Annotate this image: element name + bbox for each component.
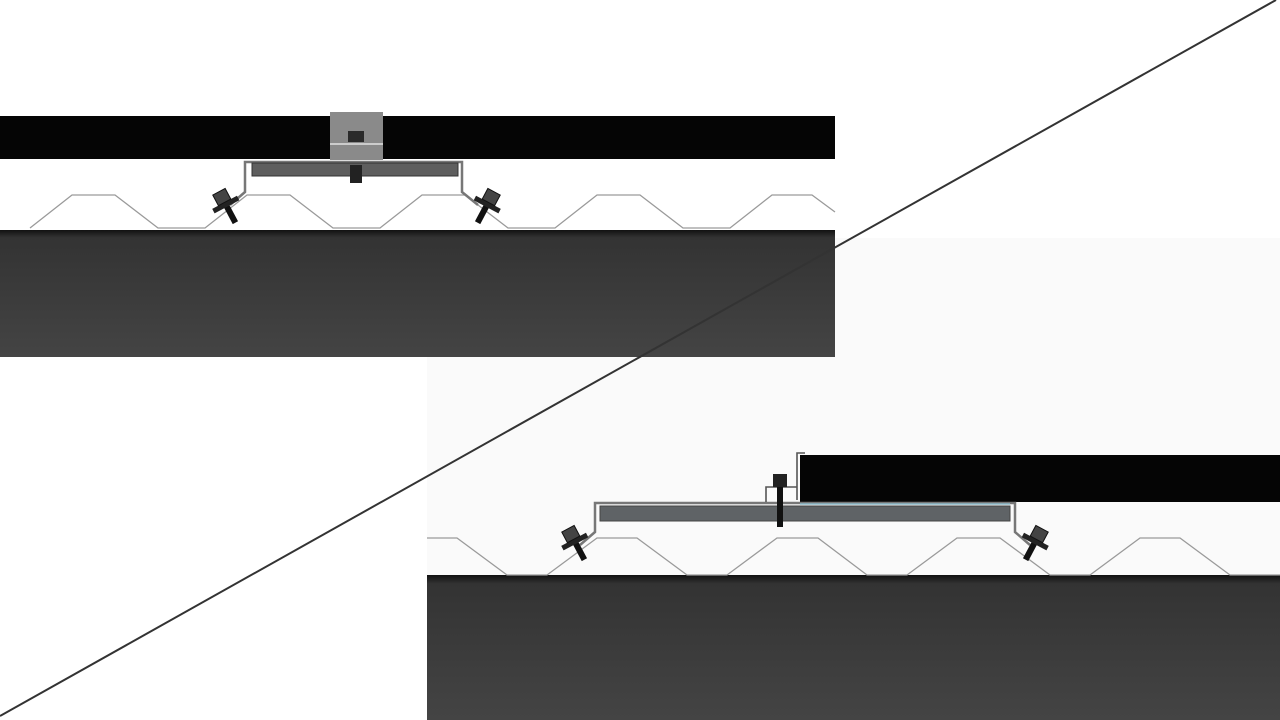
trapezoidal-sheet-profile (427, 537, 1280, 576)
roof-substrate (427, 575, 1280, 720)
mid-clamp-view (0, 112, 836, 357)
solar-panel (800, 455, 1280, 502)
roof-bracket (229, 160, 479, 206)
end-clamp-view (427, 452, 1280, 720)
trapezoidal-sheet-profile (29, 194, 836, 229)
roof-substrate (0, 230, 835, 357)
roof-bracket (579, 501, 1031, 546)
mid-clamp (330, 112, 383, 183)
clamp-bolt (773, 474, 787, 527)
solar-panel (0, 116, 835, 159)
mounting-rail (599, 505, 1011, 522)
